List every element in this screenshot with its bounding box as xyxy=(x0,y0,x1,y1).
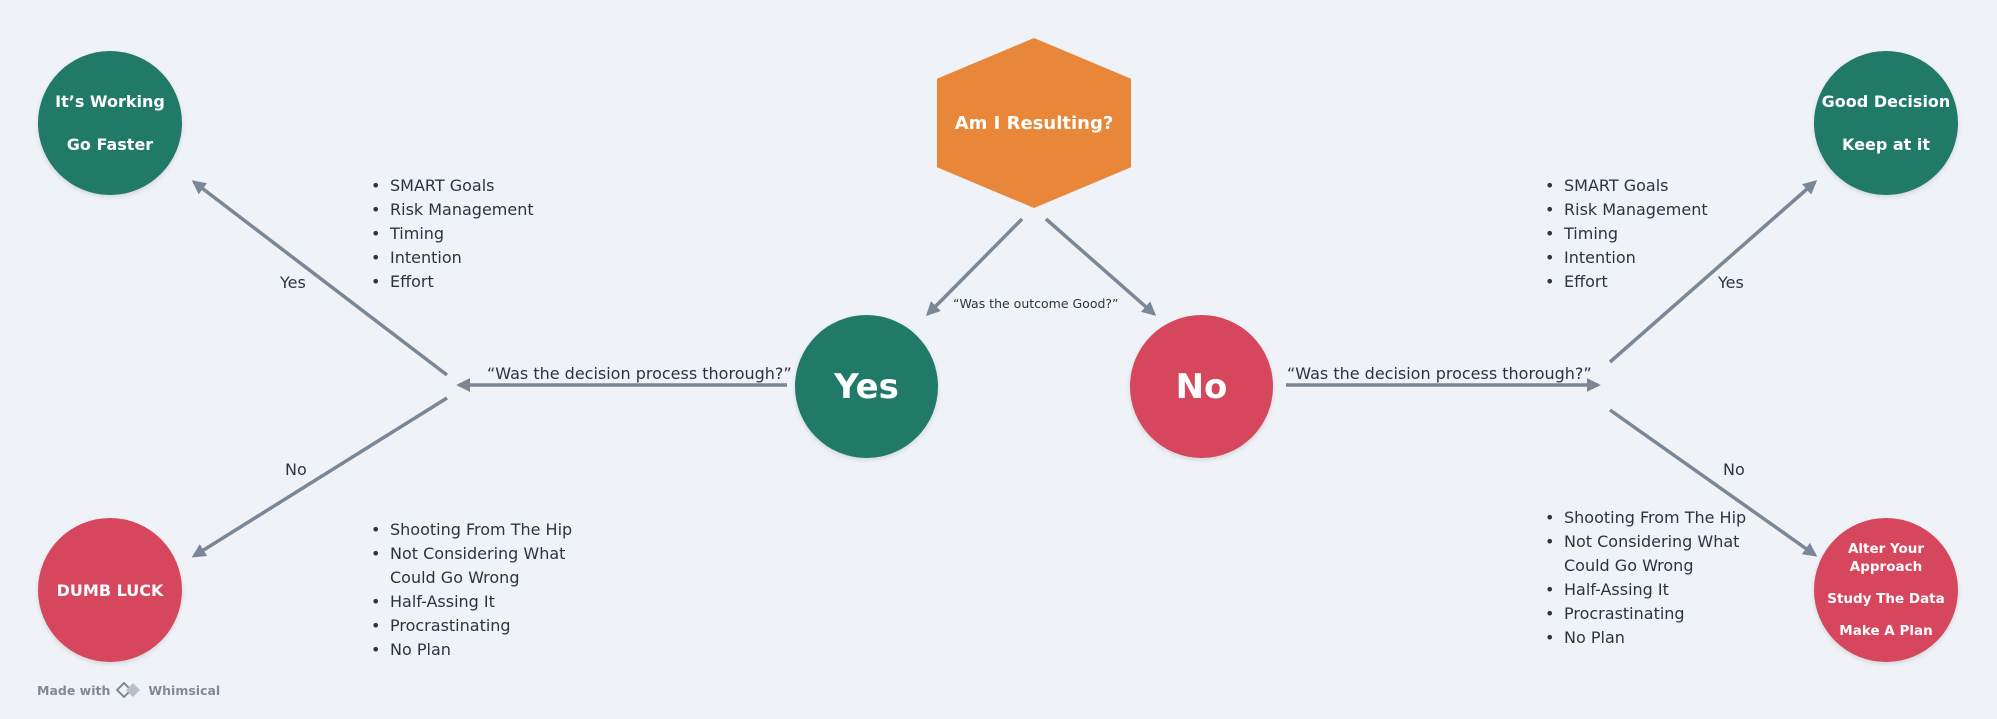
list-item: Not Considering What Could Go Wrong xyxy=(369,542,574,590)
no-node-label: No xyxy=(1175,366,1228,407)
list-item: No Plan xyxy=(369,638,574,662)
list-item: Intention xyxy=(1543,246,1708,270)
its-working-node: It’s Working Go Faster xyxy=(38,51,182,195)
made-with-text: Made with xyxy=(37,682,111,698)
alter-approach-node: Alter Your Approach Study The Data Make … xyxy=(1814,518,1958,662)
resulting-question-text: Am I Resulting? xyxy=(954,112,1114,134)
right-process-question: “Was the decision process thorough?” xyxy=(1287,364,1592,383)
whimsical-brand-text: Whimsical xyxy=(148,682,221,698)
arrow-right-to-alter xyxy=(1608,408,1818,557)
list-item: Timing xyxy=(369,222,534,246)
good-decision-text: Good Decision xyxy=(1821,92,1951,111)
alter-your-text: Alter Your xyxy=(1847,540,1925,557)
yes-node: Yes xyxy=(795,315,938,458)
list-item: Effort xyxy=(1543,270,1708,294)
left-process-question: “Was the decision process thorough?” xyxy=(487,364,792,383)
list-item: Timing xyxy=(1543,222,1708,246)
left-good-process-list: SMART Goals Risk Management Timing Inten… xyxy=(369,174,534,294)
go-faster-text: Go Faster xyxy=(66,135,154,154)
resulting-question-hexagon: Am I Resulting? xyxy=(937,38,1131,208)
list-item: Risk Management xyxy=(369,198,534,222)
arrow-center-to-no xyxy=(1044,217,1157,316)
whimsical-logo-icon xyxy=(116,682,141,698)
approach-text: Approach xyxy=(1849,558,1923,575)
right-yes-edge-label: Yes xyxy=(1718,273,1744,292)
list-item: Intention xyxy=(369,246,534,270)
list-item: SMART Goals xyxy=(369,174,534,198)
yes-node-label: Yes xyxy=(834,366,899,407)
left-no-edge-label: No xyxy=(285,460,307,479)
left-yes-edge-label: Yes xyxy=(280,273,306,292)
list-item: Shooting From The Hip xyxy=(369,518,574,542)
left-bad-process-list: Shooting From The Hip Not Considering Wh… xyxy=(369,518,574,662)
list-item: Effort xyxy=(369,270,534,294)
right-bad-process-list: Shooting From The Hip Not Considering Wh… xyxy=(1543,506,1748,650)
study-the-data-text: Study The Data xyxy=(1827,591,1945,607)
keep-at-it-text: Keep at it xyxy=(1842,135,1930,154)
list-item: Not Considering What Could Go Wrong xyxy=(1543,530,1748,578)
list-item: Half-Assing It xyxy=(1543,578,1748,602)
list-item: Half-Assing It xyxy=(369,590,574,614)
good-decision-node: Good Decision Keep at it xyxy=(1814,51,1958,195)
list-item: Shooting From The Hip xyxy=(1543,506,1748,530)
no-node: No xyxy=(1130,315,1273,458)
arrow-left-to-dumbluck xyxy=(191,396,448,558)
arrow-left-to-working xyxy=(191,180,449,377)
list-item: Risk Management xyxy=(1543,198,1708,222)
dumb-luck-node: DUMB LUCK xyxy=(38,518,182,662)
made-with-footer[interactable]: Made with Whimsical xyxy=(37,682,220,698)
arrow-right-to-good xyxy=(1608,180,1818,364)
make-a-plan-text: Make A Plan xyxy=(1839,623,1933,640)
list-item: SMART Goals xyxy=(1543,174,1708,198)
outcome-question-label: “Was the outcome Good?” xyxy=(953,296,1119,311)
its-working-text: It’s Working xyxy=(55,92,165,111)
list-item: No Plan xyxy=(1543,626,1748,650)
dumb-luck-text: DUMB LUCK xyxy=(56,580,164,600)
arrow-center-to-yes xyxy=(926,217,1024,316)
list-item: Procrastinating xyxy=(369,614,574,638)
right-no-edge-label: No xyxy=(1723,460,1745,479)
right-good-process-list: SMART Goals Risk Management Timing Inten… xyxy=(1543,174,1708,294)
list-item: Procrastinating xyxy=(1543,602,1748,626)
